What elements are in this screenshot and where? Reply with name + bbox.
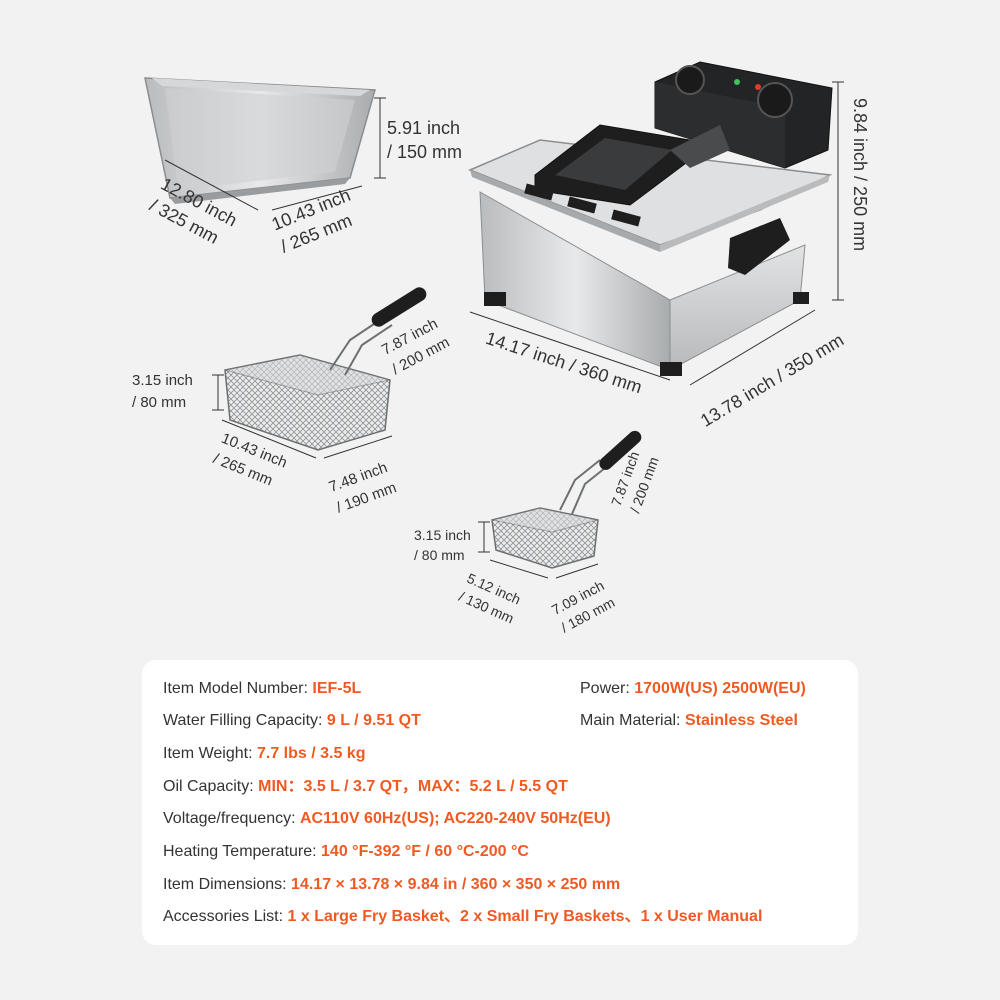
spec-temperature: Heating Temperature: 140 °F-392 °F / 60 … — [163, 841, 529, 863]
spec-oil-value: MIN：3.5 L / 3.7 QT，MAX：5.2 L / 5.5 QT — [258, 778, 568, 795]
spec-accessories: Accessories List: 1 x Large Fry Basket、2… — [163, 906, 762, 928]
product-illustration: 5.91 inch / 150 mm 12.80 inch / 325 mm 1… — [132, 61, 870, 636]
spec-dimensions: Item Dimensions: 14.17 × 13.78 × 9.84 in… — [163, 874, 620, 896]
spec-material-value: Stainless Steel — [684, 712, 798, 729]
spec-voltage-label: Voltage/frequency: — [163, 810, 296, 827]
spec-power-value: 1700W(US) 2500W(EU) — [634, 680, 806, 697]
fryer-dimension-lines — [469, 81, 844, 386]
spec-model-value: IEF-5L — [312, 680, 362, 697]
spec-dimensions-label: Item Dimensions: — [163, 876, 287, 893]
spec-voltage: Voltage/frequency: AC110V 60Hz(US); AC22… — [163, 808, 611, 830]
fryer-height-label: 9.84 inch / 250 mm — [850, 98, 870, 252]
product-drawings — [144, 61, 844, 579]
spec-material: Main Material: Stainless Steel — [580, 710, 798, 732]
spec-card: Item Model Number: IEF-5L Power: 1700W(U… — [142, 660, 858, 945]
spec-oil: Oil Capacity: MIN：3.5 L / 3.7 QT，MAX：5.2… — [163, 776, 568, 798]
spec-material-label: Main Material: — [580, 712, 681, 729]
large-basket-dimension-lines — [212, 374, 393, 459]
spec-voltage-value: AC110V 60Hz(US); AC220-240V 50Hz(EU) — [300, 810, 611, 827]
spec-temperature-value: 140 °F-392 °F / 60 °C-200 °C — [321, 843, 529, 860]
spec-weight-label: Item Weight: — [163, 745, 253, 762]
large-fry-basket — [224, 287, 427, 451]
spec-weight: Item Weight: 7.7 lbs / 3.5 kg — [163, 743, 365, 765]
spec-water: Water Filling Capacity: 9 L / 9.51 QT — [163, 710, 421, 732]
stainless-container — [144, 77, 376, 204]
large-basket-height-label: 3.15 inch / 80 mm — [132, 372, 193, 411]
spec-oil-label: Oil Capacity: — [163, 778, 254, 795]
container-height-label: 5.91 inch / 150 mm — [387, 118, 463, 162]
spec-accessories-label: Accessories List: — [163, 908, 284, 925]
deep-fryer — [468, 61, 833, 376]
spec-model-label: Item Model Number: — [163, 680, 308, 697]
small-basket-dimension-lines — [478, 521, 599, 579]
spec-accessories-value: 1 x Large Fry Basket、2 x Small Fry Baske… — [287, 908, 763, 925]
container-dimension-lines — [164, 97, 386, 211]
spec-dimensions-value: 14.17 × 13.78 × 9.84 in / 360 × 350 × 25… — [291, 876, 621, 893]
small-basket-height-label: 3.15 inch / 80 mm — [414, 527, 471, 563]
spec-water-value: 9 L / 9.51 QT — [326, 712, 421, 729]
spec-model: Item Model Number: IEF-5L — [163, 678, 361, 700]
spec-weight-value: 7.7 lbs / 3.5 kg — [256, 745, 366, 762]
spec-power-label: Power: — [580, 680, 630, 697]
small-fry-basket — [491, 430, 642, 569]
spec-temperature-label: Heating Temperature: — [163, 843, 317, 860]
spec-power: Power: 1700W(US) 2500W(EU) — [580, 678, 806, 700]
spec-water-label: Water Filling Capacity: — [163, 712, 323, 729]
